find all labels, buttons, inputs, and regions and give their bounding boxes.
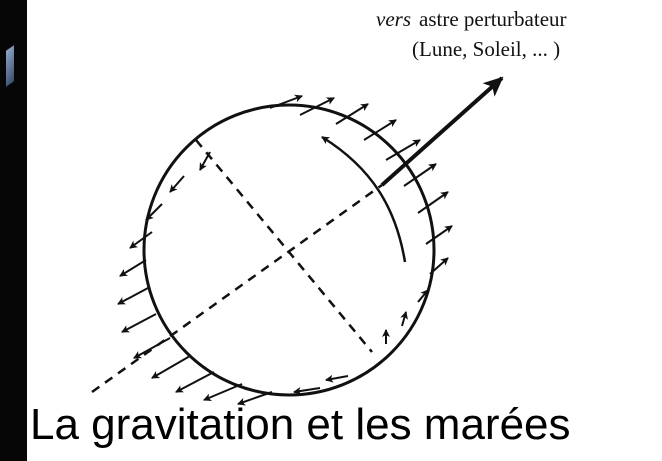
direction-arrow bbox=[380, 76, 504, 187]
perturbing-body-examples: (Lune, Soleil, ... ) bbox=[412, 37, 561, 61]
perturbing-body-label: vers astre perturbateur bbox=[376, 7, 567, 32]
left-dark-panel bbox=[0, 0, 27, 461]
astre-perturbateur-label: astre perturbateur bbox=[419, 7, 567, 31]
tidal-arrows-far-side bbox=[117, 151, 349, 406]
axis-dashed-line bbox=[91, 183, 383, 394]
earth-circle bbox=[142, 103, 436, 397]
slide-caption: La gravitation et les marées bbox=[30, 400, 571, 449]
vers-label: vers bbox=[376, 7, 411, 31]
rotation-arrow bbox=[321, 135, 407, 263]
perpendicular-dashed-line bbox=[195, 139, 373, 353]
tidal-arrows-near-side bbox=[269, 94, 453, 344]
